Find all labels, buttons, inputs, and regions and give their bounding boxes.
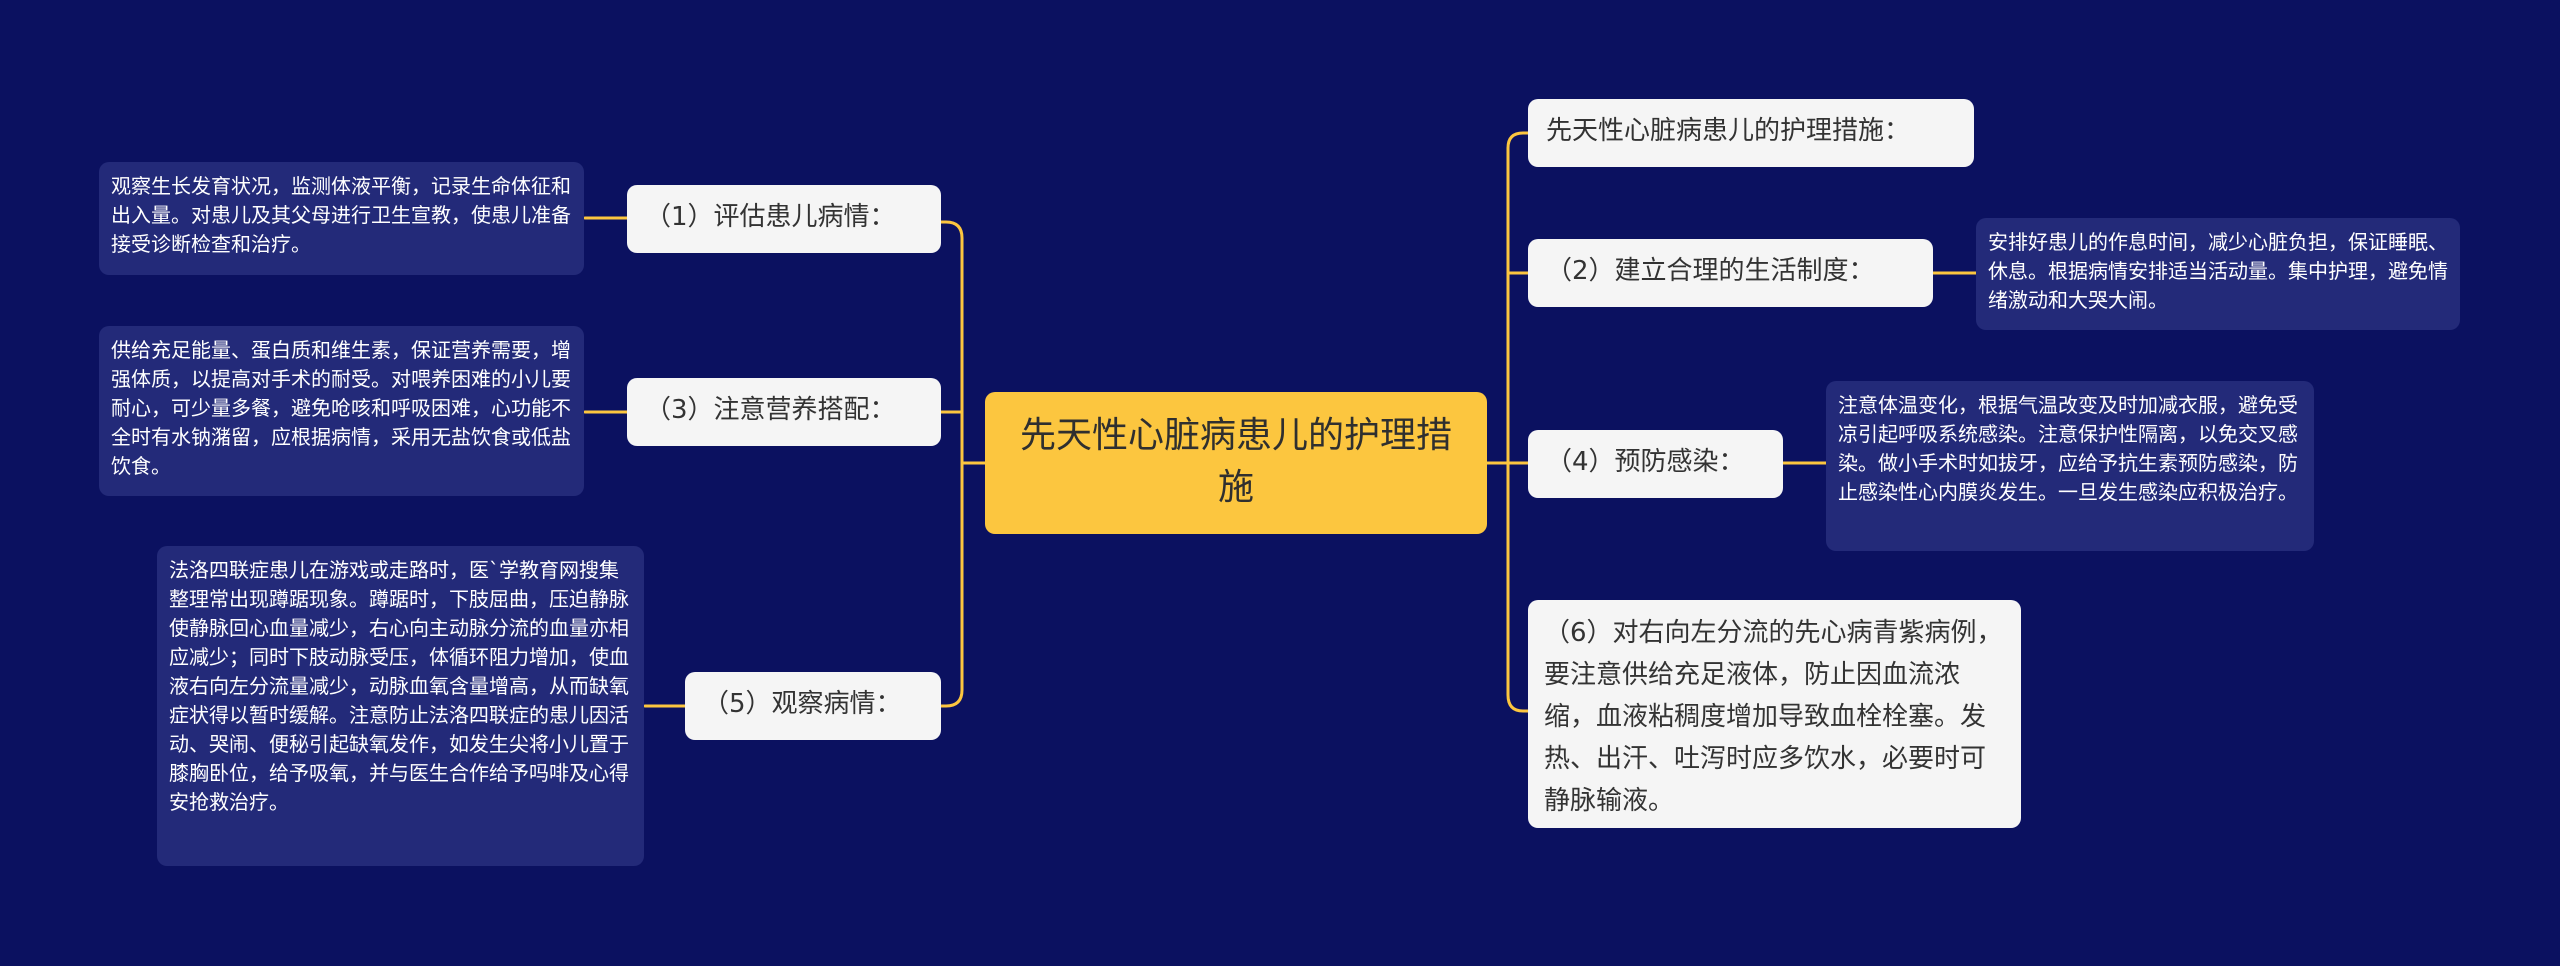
branch-prevent-infection[interactable]: （4）预防感染： — [1528, 430, 1783, 498]
connector-right-trunk — [1506, 131, 1530, 713]
branch-observe-condition[interactable]: （5）观察病情： — [685, 672, 941, 740]
leaf-nutrition[interactable]: 供给充足能量、蛋白质和维生素，保证营养需要，增强体质，以提高对手术的耐受。对喂养… — [99, 326, 584, 496]
root-topic[interactable]: 先天性心脏病患儿的护理措施 — [985, 392, 1487, 534]
branch-right-to-left-shunt[interactable]: （6）对右向左分流的先心病青紫病例，要注意供给充足液体，防止因血流浓缩，血液粘稠… — [1528, 600, 2021, 828]
leaf-daily-routine[interactable]: 安排好患儿的作息时间，减少心脏负担，保证睡眠、休息。根据病情安排适当活动量。集中… — [1976, 218, 2460, 330]
connector-left-trunk — [939, 220, 964, 708]
leaf-assess-condition[interactable]: 观察生长发育状况，监测体液平衡，记录生命体征和出入量。对患儿及其父母进行卫生宣教… — [99, 162, 584, 275]
branch-nursing-measures-title[interactable]: 先天性心脏病患儿的护理措施： — [1528, 99, 1974, 167]
branch-daily-routine[interactable]: （2）建立合理的生活制度： — [1528, 239, 1933, 307]
branch-assess-condition[interactable]: （1）评估患儿病情： — [627, 185, 941, 253]
branch-nutrition[interactable]: （3）注意营养搭配： — [627, 378, 941, 446]
leaf-observe-condition[interactable]: 法洛四联症患儿在游戏或走路时，医`学教育网搜集整理常出现蹲踞现象。蹲踞时，下肢屈… — [157, 546, 644, 866]
leaf-prevent-infection[interactable]: 注意体温变化，根据气温改变及时加减衣服，避免受凉引起呼吸系统感染。注意保护性隔离… — [1826, 381, 2314, 551]
